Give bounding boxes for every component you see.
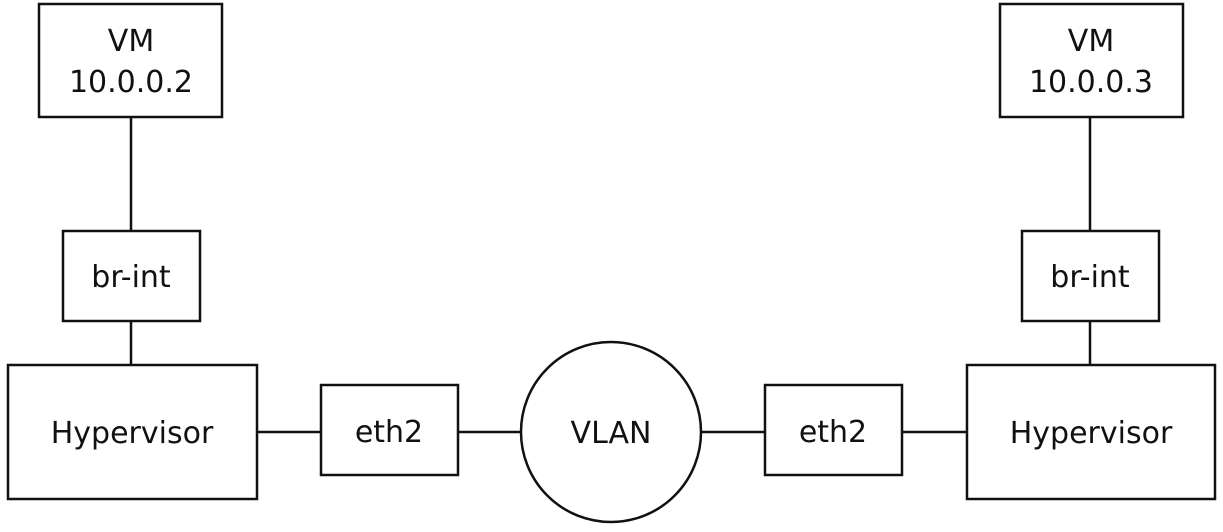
hypervisor-right-label: Hypervisor bbox=[1010, 416, 1173, 451]
hypervisor-left-label: Hypervisor bbox=[51, 416, 214, 451]
vlan-label: VLAN bbox=[571, 416, 652, 451]
vm-left-title: VM bbox=[108, 24, 154, 59]
vm-right-title: VM bbox=[1068, 24, 1114, 59]
node-nic-right: eth2 bbox=[763, 383, 904, 477]
node-bridge-left: br-int bbox=[61, 229, 202, 323]
node-vlan: VLAN bbox=[519, 340, 703, 524]
node-vm-right: VM 10.0.0.3 bbox=[998, 2, 1185, 119]
bridge-left-label: br-int bbox=[91, 260, 171, 295]
node-bridge-right: br-int bbox=[1020, 229, 1161, 323]
bridge-right-label: br-int bbox=[1050, 260, 1130, 295]
vm-left-ip: 10.0.0.2 bbox=[69, 65, 193, 100]
node-hypervisor-left: Hypervisor bbox=[6, 363, 259, 501]
nic-right-label: eth2 bbox=[799, 415, 867, 450]
node-hypervisor-right: Hypervisor bbox=[965, 363, 1217, 501]
node-nic-left: eth2 bbox=[319, 383, 460, 477]
node-vm-left: VM 10.0.0.2 bbox=[37, 2, 224, 119]
vm-right-ip: 10.0.0.3 bbox=[1029, 65, 1153, 100]
nic-left-label: eth2 bbox=[355, 415, 423, 450]
